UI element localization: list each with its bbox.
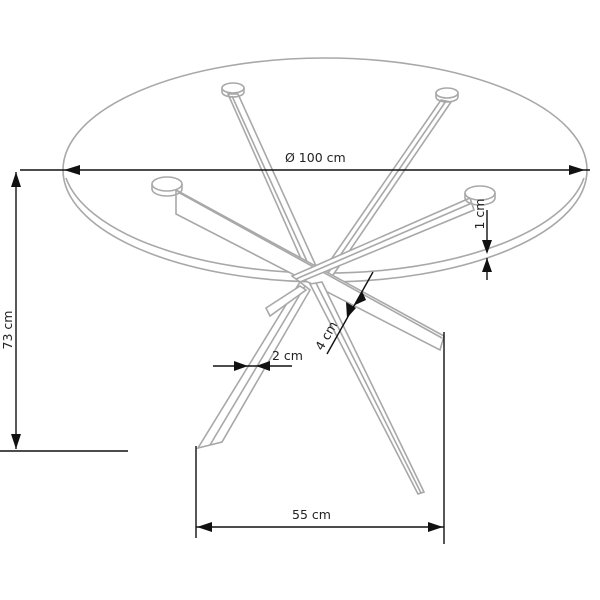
leg-back-right — [319, 87, 459, 279]
dimension-height: 73 cm — [0, 172, 128, 452]
diameter-label: Ø 100 cm — [285, 150, 346, 165]
leg-lower-right — [308, 281, 426, 495]
leg-front-right — [290, 185, 496, 283]
dimension-leg-width-front: 2 cm — [213, 348, 303, 371]
dimension-diameter: Ø 100 cm — [20, 150, 590, 175]
height-label: 73 cm — [0, 311, 15, 350]
leg-span-label: 55 cm — [292, 507, 331, 522]
leg-lower-left — [196, 280, 312, 450]
dimension-leg-span: 55 cm — [195, 332, 445, 544]
top-thickness-label: 1 cm — [472, 199, 487, 230]
leg-width-front-label: 2 cm — [272, 348, 303, 363]
dimension-top-thickness: 1 cm — [472, 199, 492, 280]
table-legs — [151, 82, 496, 495]
leg-lower-back — [264, 285, 308, 318]
leg-front-left — [151, 176, 445, 352]
